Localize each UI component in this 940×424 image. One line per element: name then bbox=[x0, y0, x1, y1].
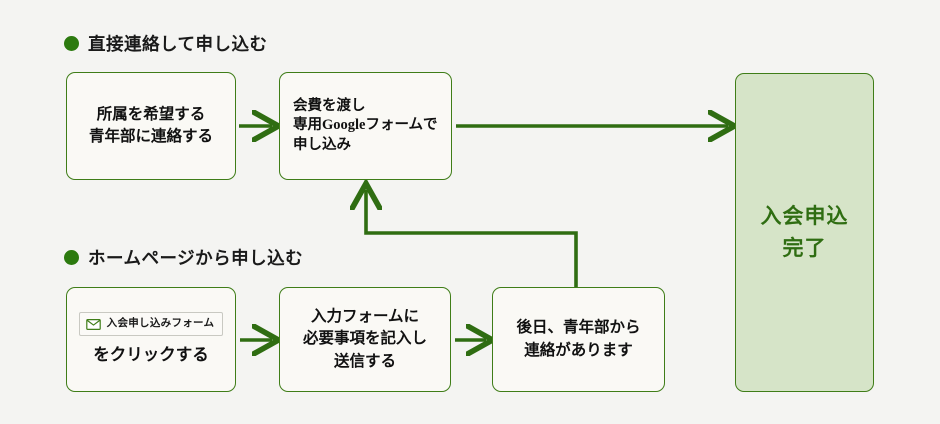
node-line: 専用Googleフォームで bbox=[293, 117, 438, 134]
application-form-button-label: 入会申し込みフォーム bbox=[106, 318, 215, 330]
section-heading-direct: 直接連絡して申し込む bbox=[64, 31, 267, 56]
node-line: 必要事項を記入し bbox=[302, 330, 427, 348]
node-line: 会費を渡し bbox=[293, 98, 366, 115]
node-line: 連絡があります bbox=[524, 341, 633, 359]
section-heading-direct-label: 直接連絡して申し込む bbox=[88, 34, 268, 54]
node-click-application-form: 入会申し込みフォーム をクリックする bbox=[66, 287, 236, 392]
node-contact-youth-division: 所属を希望する 青年部に連絡する bbox=[66, 72, 236, 180]
node-line: 入力フォームに bbox=[310, 307, 420, 325]
node-line: 入会申込 bbox=[760, 204, 849, 228]
mail-envelope-icon bbox=[85, 318, 101, 330]
section-heading-web: ホームページから申し込む bbox=[64, 245, 303, 270]
node-line: 申し込み bbox=[293, 136, 351, 153]
chip-wrap: 入会申し込みフォーム bbox=[67, 312, 235, 336]
application-form-button[interactable]: 入会申し込みフォーム bbox=[78, 312, 224, 336]
node-line: 送信する bbox=[333, 352, 396, 370]
filled-circle-bullet-icon bbox=[64, 250, 79, 265]
node-line: 所属を希望する bbox=[96, 105, 206, 123]
node-line: 後日、青年部から bbox=[516, 319, 641, 337]
node-fill-and-submit-form: 入力フォームに 必要事項を記入し 送信する bbox=[279, 287, 451, 392]
section-heading-web-label: ホームページから申し込む bbox=[88, 248, 304, 268]
node-line: 完了 bbox=[782, 235, 827, 260]
node-line: をクリックする bbox=[93, 344, 209, 364]
arrow-later-to-fee bbox=[366, 190, 578, 287]
node-pay-fee-google-form: 会費を渡し 専用Googleフォームで 申し込み bbox=[279, 72, 452, 180]
node-contact-from-youth-division: 後日、青年部から 連絡があります bbox=[492, 287, 665, 392]
filled-circle-bullet-icon bbox=[64, 36, 79, 51]
node-line: 青年部に連絡する bbox=[88, 128, 213, 145]
node-application-complete: 入会申込 完了 bbox=[735, 73, 874, 392]
